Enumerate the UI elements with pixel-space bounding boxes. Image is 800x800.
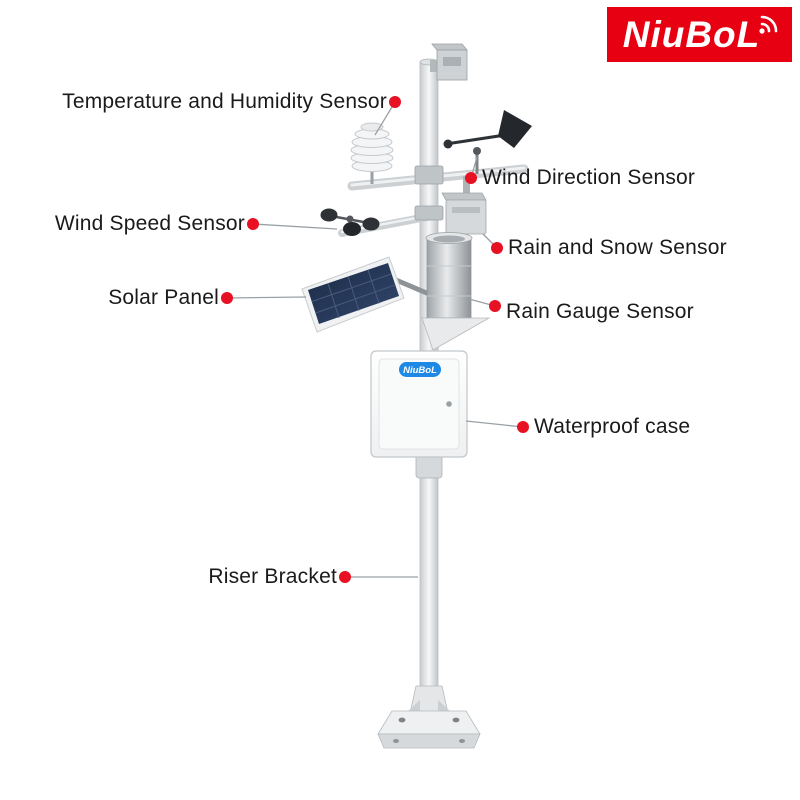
label-waterproof-case: Waterproof case	[534, 415, 690, 439]
wind-speed-sensor-shape	[320, 208, 380, 236]
brand-logo: NiuBoL	[607, 7, 792, 62]
dot-wind-direction	[465, 172, 477, 184]
label-wind-direction-sensor: Wind Direction Sensor	[482, 166, 695, 190]
dot-solar-panel	[221, 292, 233, 304]
leader-temperature-humidity	[374, 101, 396, 136]
leader-wind-speed	[252, 223, 338, 230]
rain-gauge-bracket	[421, 317, 491, 351]
leader-waterproof-case	[465, 420, 524, 428]
case-logo-badge	[399, 362, 441, 377]
dot-rain-snow	[491, 242, 503, 254]
case-logo-text: NiuBoL	[403, 365, 437, 376]
solar-panel-shape	[301, 256, 430, 333]
dot-waterproof-case	[517, 421, 529, 433]
dot-rain-gauge	[489, 300, 501, 312]
label-temperature-and-humidity-sensor: Temperature and Humidity Sensor	[62, 90, 387, 114]
dot-wind-speed	[247, 218, 259, 230]
label-rain-gauge-sensor: Rain Gauge Sensor	[506, 300, 694, 324]
label-text: Temperature and Humidity Sensor	[62, 90, 387, 113]
top-sensor-box	[430, 43, 468, 81]
label-text: Wind Direction Sensor	[482, 166, 696, 189]
temperature-humidity-sensor-shape	[350, 122, 394, 184]
waterproof-case-shape: NiuBoL	[370, 350, 468, 458]
boom-clamp-upper	[414, 165, 444, 185]
label-text: Rain Gauge Sensor	[506, 300, 694, 323]
label-text: Rain and Snow Sensor	[508, 236, 727, 259]
dot-riser-bracket	[339, 571, 351, 583]
label-wind-speed-sensor: Wind Speed Sensor	[55, 212, 245, 236]
brand-logo-text: NiuBoL	[622, 13, 761, 55]
label-rain-and-snow-sensor: Rain and Snow Sensor	[508, 236, 727, 260]
label-text: Wind Speed Sensor	[54, 212, 245, 235]
riser-bracket-base	[377, 685, 481, 749]
leader-solar-panel	[226, 296, 307, 299]
label-text: Riser Bracket	[208, 565, 337, 588]
signal-waves-icon	[759, 15, 778, 34]
callout-dots	[221, 96, 529, 583]
dot-temperature-humidity	[389, 96, 401, 108]
boom-clamp-lower	[414, 205, 444, 221]
label-solar-panel: Solar Panel	[108, 286, 219, 310]
wind-direction-sensor-shape	[443, 110, 532, 174]
case-lock-dot	[446, 401, 452, 407]
label-text: Waterproof case	[534, 415, 691, 438]
rain-snow-sensor-shape	[441, 176, 487, 235]
rain-gauge-shape	[421, 232, 491, 351]
label-riser-bracket: Riser Bracket	[208, 565, 337, 589]
label-text: Solar Panel	[108, 286, 219, 309]
